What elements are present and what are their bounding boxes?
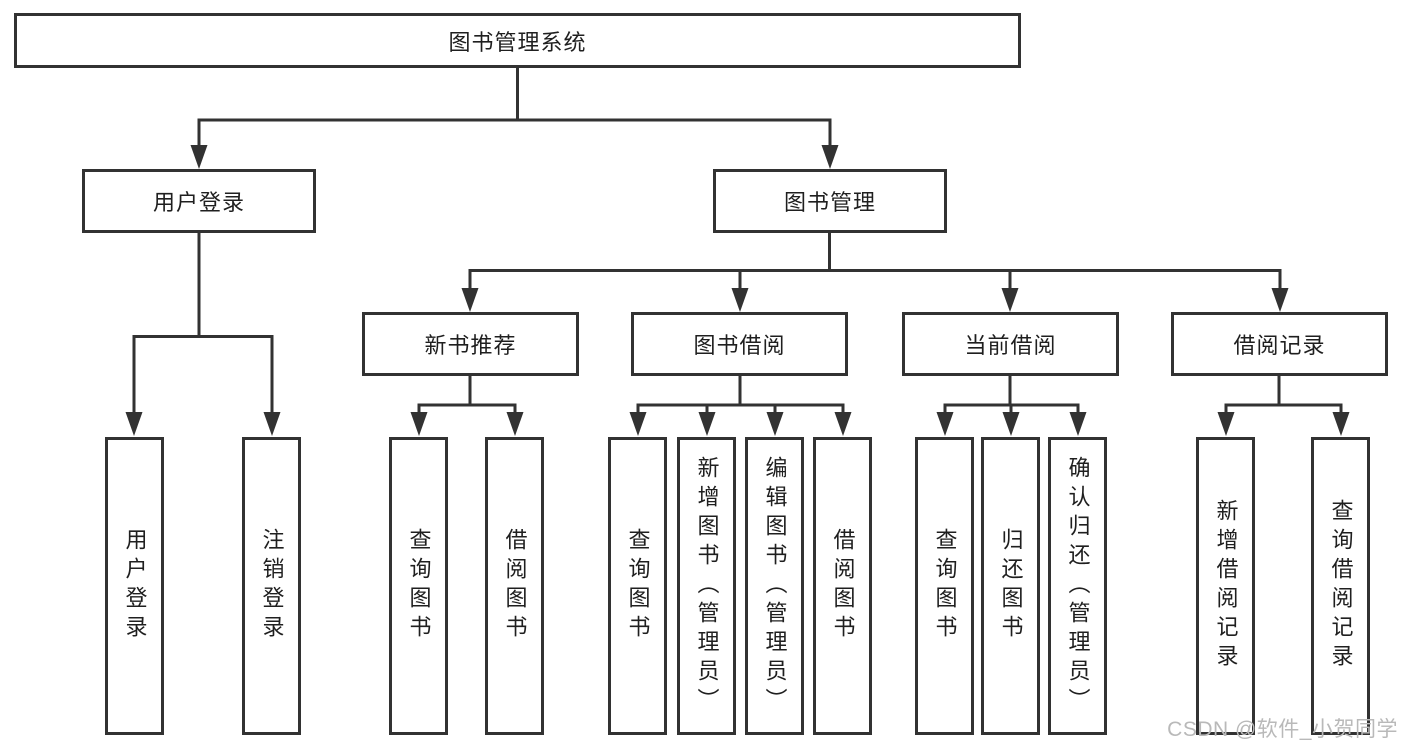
leaf-query-book-1: 查询图书 [389,437,448,735]
leaf-add-borrow-record: 新增借阅记录 [1196,437,1255,735]
leaf-borrow-book-2: 借阅图书 [813,437,872,735]
watermark: CSDN @软件_小贺同学 [1167,718,1398,741]
leaf-borrow-book-1: 借阅图书 [485,437,544,735]
leaf-query-borrow-record: 查询借阅记录 [1311,437,1370,735]
node-new-book-recommend: 新书推荐 [362,312,579,376]
leaf-label: 借阅图书 [502,528,528,644]
leaf-label: 新增借阅记录 [1213,499,1239,673]
leaf-label: 查询借阅记录 [1328,499,1354,673]
leaf-query-book-2: 查询图书 [608,437,667,735]
leaf-label: 查询图书 [932,528,958,644]
node-label: 新书推荐 [424,333,517,358]
leaf-label: 归还图书 [998,528,1024,644]
node-label: 图书借阅 [693,333,786,358]
node-label: 当前借阅 [964,333,1057,358]
leaf-logout: 注销登录 [242,437,301,735]
leaf-add-book-admin: 新增图书（管理员） [677,437,736,735]
leaf-label: 注销登录 [259,528,285,644]
node-label: 图书管理 [783,190,876,215]
leaf-label: 查询图书 [406,528,432,644]
node-label: 用户登录 [152,190,245,215]
leaf-label: 借阅图书 [830,528,856,644]
node-root: 图书管理系统 [14,13,1021,68]
node-root-label: 图书管理系统 [448,29,587,55]
leaf-query-book-3: 查询图书 [915,437,974,735]
leaf-user-login: 用户登录 [105,437,164,735]
leaf-return-book: 归还图书 [981,437,1040,735]
leaf-label: 编辑图书（管理员） [762,455,788,717]
node-label: 借阅记录 [1233,333,1326,358]
node-user-login-branch: 用户登录 [82,169,316,233]
node-current-borrow: 当前借阅 [902,312,1119,376]
node-book-management-branch: 图书管理 [713,169,947,233]
leaf-edit-book-admin: 编辑图书（管理员） [745,437,804,735]
leaf-confirm-return-admin: 确认归还（管理员） [1048,437,1107,735]
node-book-borrow: 图书借阅 [631,312,848,376]
leaf-label: 新增图书（管理员） [694,455,720,717]
leaf-label: 确认归还（管理员） [1065,455,1091,717]
node-borrow-record: 借阅记录 [1171,312,1388,376]
leaf-label: 查询图书 [625,528,651,644]
leaf-label: 用户登录 [122,528,148,644]
